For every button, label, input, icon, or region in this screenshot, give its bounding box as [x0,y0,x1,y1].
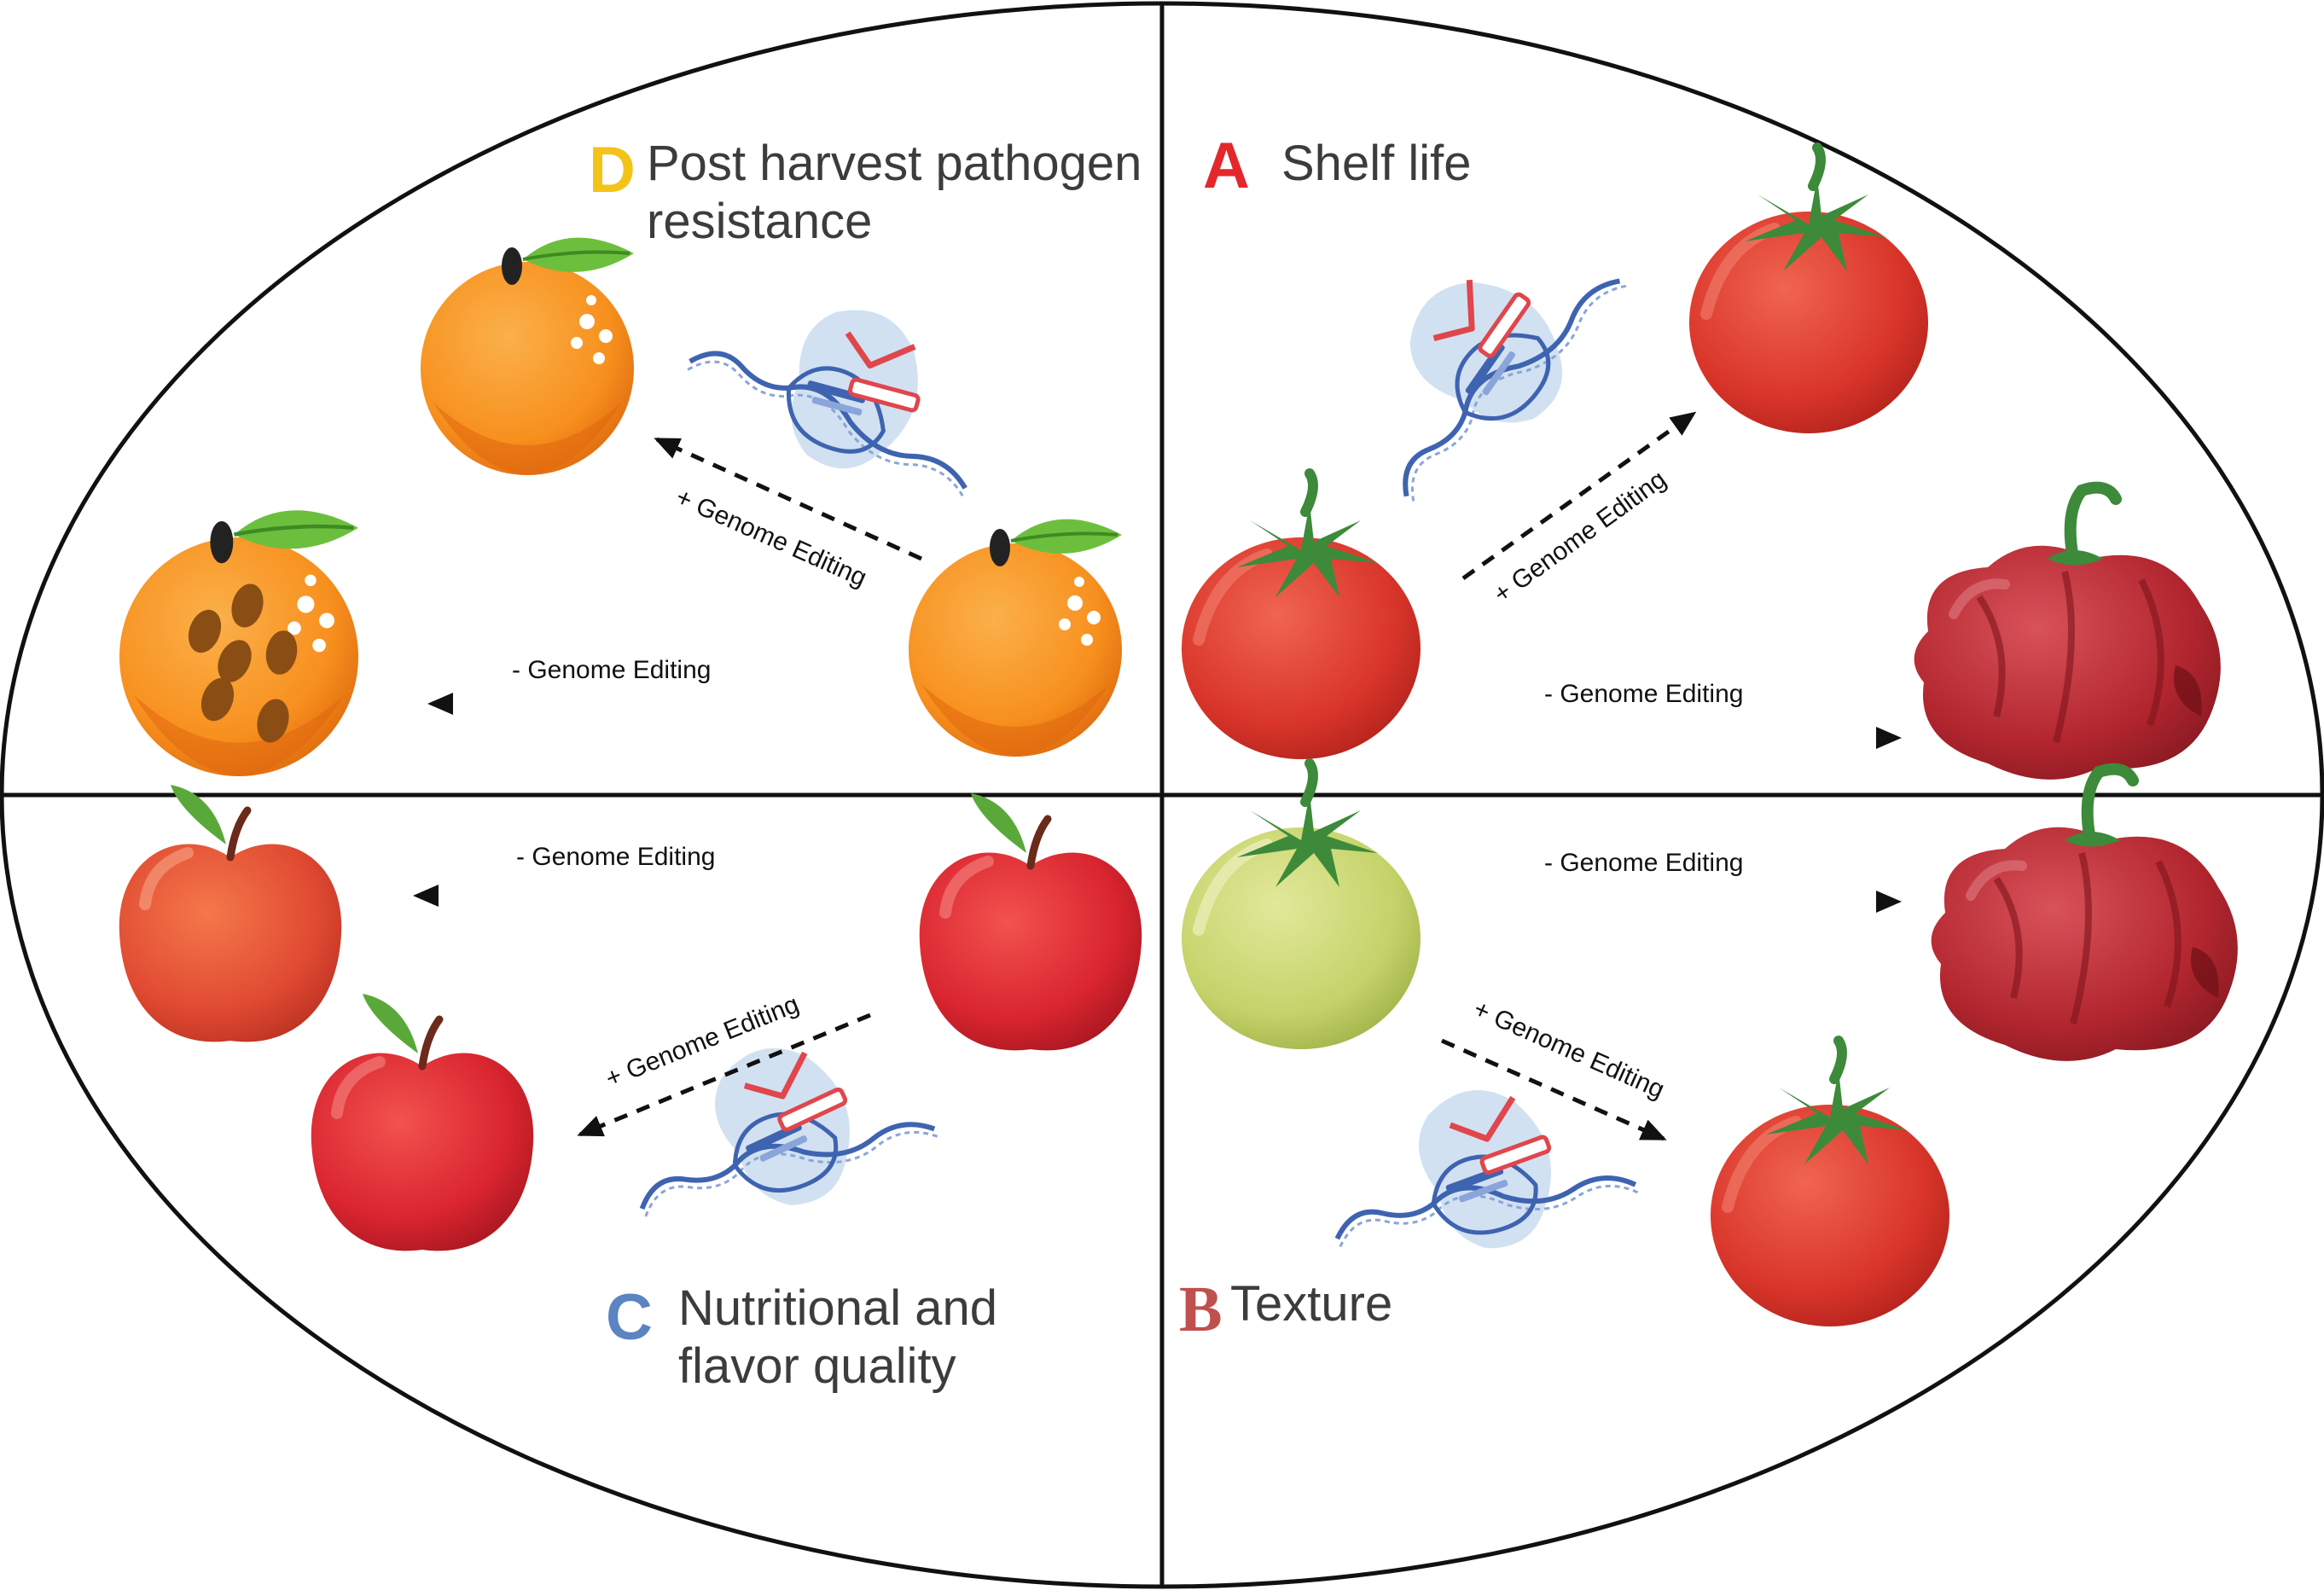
crispr-cas9-icon [1304,1048,1640,1300]
panel-title-a: Shelf life [1281,136,1472,191]
panel-title-c: Nutritional and flavor quality [678,1280,997,1394]
orange-start-icon [907,517,1124,758]
plus-genome-editing-arrow-b [1440,1038,1667,1141]
arrow-label-minus-b: - Genome Editing [1544,849,1743,877]
orange-rotten-icon [119,510,358,776]
apple-start-icon [920,793,1142,1050]
panel-c: + Genome Editing - Genome Editing [119,785,1142,1268]
apple-improved-icon [311,994,533,1251]
plus-genome-editing-arrow-d [654,437,923,561]
crispr-cas9-icon [1328,197,1631,533]
green-tomato-icon [1182,763,1421,1049]
arrow-label-plus-b: + Genome Editing [1469,995,1669,1104]
apple-plain-icon [119,785,341,1042]
arrow-label-minus-c: - Genome Editing [516,843,715,871]
panel-a: + Genome Editing - Genome Editing [1182,148,2221,780]
arrow-label-minus-a: - Genome Editing [1544,680,1743,708]
arrow-label-minus-d: - Genome Editing [512,656,711,684]
orange-fresh-icon [419,235,636,477]
tomato-shriveled-icon [1914,488,2221,780]
tomato-firm-icon [1711,1041,1949,1326]
panel-b: + Genome Editing - Genome Editing [1182,763,2238,1326]
panel-letter-a: A [1203,130,1250,202]
arrow-label-plus-a: + Genome Editing [1489,465,1671,608]
panel-letter-d: D [589,134,636,206]
tomato-shriveled-icon [1932,769,2238,1061]
tomato-start-icon [1182,473,1421,759]
plus-genome-editing-arrow-c [577,1013,871,1137]
tomato-fresh-icon [1689,148,1928,433]
arrow-label-plus-d: + Genome Editing [671,483,871,592]
crispr-cas9-icon [602,996,941,1268]
panel-letter-b: B [1179,1274,1223,1345]
panel-letter-c: C [606,1281,653,1354]
panel-title-b: Texture [1230,1276,1393,1332]
panel-d: + Genome Editing - Genome Editing [119,235,1124,776]
panel-title-d: Post harvest pathogen resistance [647,136,1142,249]
